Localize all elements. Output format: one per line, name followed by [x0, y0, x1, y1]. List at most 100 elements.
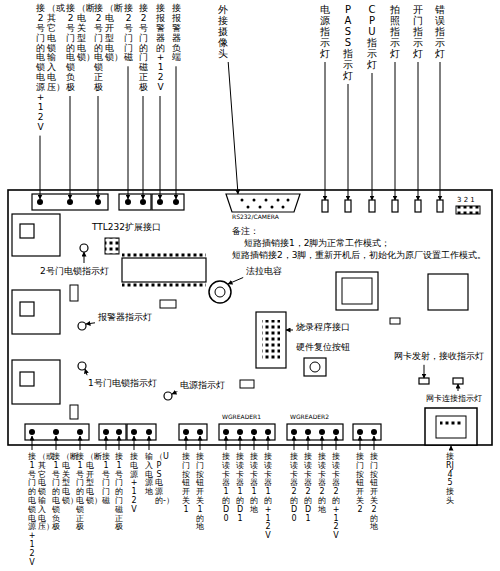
leader-line [395, 62, 396, 200]
wire-label: 接1号门的电锁正极 [76, 453, 84, 532]
leader-line [308, 436, 309, 450]
wire-label: 拍照指示灯 [390, 4, 400, 59]
leader-line [418, 62, 419, 200]
wire-label: 接读卡器1的D1 [236, 453, 244, 523]
wire-label: 接2号门的门磁正极 [139, 4, 148, 93]
leader-line [325, 62, 326, 200]
wire-label: 接读卡器2的D0 [290, 453, 298, 523]
wire-label: 接读卡器1的D0 [222, 453, 230, 523]
part-label: 网卡发射，接收指示灯 [394, 352, 484, 362]
leader-line [84, 252, 85, 263]
wire-label: 接门按钮开关2的地 [370, 453, 378, 532]
wire-label: 接门按钮开关1 [182, 453, 190, 515]
part-label: 1号门电锁指示灯 [88, 378, 157, 388]
wire-label: 接报警器负端 [172, 4, 181, 63]
wire-label: 接读卡器2的D1 [304, 453, 312, 523]
part-label: 电源指示灯 [180, 380, 225, 390]
leader-line [186, 436, 187, 450]
part-label: 报警器指示灯 [98, 312, 152, 322]
wire-label: （UPS电源的-） [155, 453, 163, 506]
wire-label: （断电开型电锁） [86, 453, 94, 506]
part-label: WGREADER2 [290, 414, 329, 421]
wire-label: 接1号门的门磁正极 [115, 453, 123, 532]
leader-line [172, 392, 177, 394]
wire-label: 接2号门的电锁正极 [94, 4, 103, 93]
wire-label: 接1号门门磁 [102, 453, 110, 506]
part-label: 网卡连接指示灯 [426, 394, 482, 403]
wire-label: （断电关型电锁） [62, 453, 70, 506]
wire-label: PASS指示灯 [343, 4, 353, 81]
leader-line [226, 436, 227, 450]
leader-line [228, 278, 243, 285]
leader-line [240, 436, 241, 450]
part-label: WGREADER1 [222, 414, 261, 421]
leader-line [372, 73, 373, 200]
leader-line [80, 436, 81, 450]
wire-label: 开门指示灯 [413, 4, 423, 59]
part-label: 烧录程序接口 [296, 322, 350, 332]
wire-label: 接读卡器1的+12V [264, 453, 272, 541]
wire-label: 接电源+12V [130, 453, 138, 515]
part-label: 短路插销接2，3脚，重新开机后，初始化为原厂设置工作模式。 [232, 250, 486, 260]
leader-line [374, 436, 375, 450]
wire-label: 接门按钮开关1的地 [196, 453, 204, 532]
wire-label: 输入电源地 [145, 453, 153, 497]
leader-line [149, 436, 150, 450]
leader-line [424, 365, 425, 378]
leader-line [56, 436, 57, 450]
leader-line [128, 66, 129, 199]
leader-line [134, 436, 135, 450]
part-label: TTL232扩展接口 [92, 222, 161, 232]
leader-line [143, 96, 144, 199]
wire-label: 错误指示灯 [435, 4, 445, 59]
wire-label: 接RJ45接头 [446, 453, 454, 506]
leader-line [440, 62, 441, 200]
wire-label: 接读卡器2的地 [318, 453, 326, 515]
part-label: 短路插销接1，2脚为正常工作模式； [244, 238, 390, 248]
wire-label: 接2号门门磁 [124, 4, 133, 63]
wire-label: CPU指示灯 [367, 4, 377, 70]
leader-line [70, 96, 71, 199]
part-label: RS232/CAMERA [232, 214, 279, 221]
leader-line [228, 62, 238, 194]
leader-line [106, 436, 107, 450]
leader-line [254, 436, 255, 450]
leader-line [458, 384, 459, 391]
leader-line [85, 369, 87, 375]
leader-line [268, 436, 269, 450]
wire-label: （断电开型电锁） [105, 4, 114, 63]
leader-line [176, 66, 177, 199]
leader-line [360, 436, 361, 450]
leader-line [294, 436, 295, 450]
leader-line [286, 330, 293, 331]
leader-line [322, 436, 323, 450]
wire-label: （或其它电锁输入电压） [38, 453, 46, 532]
wire-label: 电源指示灯 [320, 4, 330, 59]
leader-line [200, 436, 201, 450]
part-label: 法拉电容 [246, 266, 282, 276]
leader-line [98, 96, 99, 199]
leader-line [119, 436, 120, 450]
wire-label: （或其它电锁输入电压） [47, 4, 56, 93]
wire-label: 接门按钮开关2 [356, 453, 364, 515]
leader-line [160, 96, 161, 199]
part-label: 备注： [232, 226, 259, 236]
part-label: 3 2 1 [457, 196, 475, 204]
wire-label: 外接摄像头 [218, 4, 228, 59]
leader-line [86, 323, 95, 324]
wire-label: 接2号门的电锁负极 [66, 4, 75, 93]
leader-line [40, 136, 41, 199]
leader-line [336, 436, 337, 450]
part-label: 2号门电锁指示灯 [40, 266, 109, 276]
wire-label: 接2号门的电锁电源+12V [36, 4, 45, 133]
wire-label: 接读卡器2的+12V [332, 453, 340, 541]
leader-line [32, 436, 33, 450]
leader-line [451, 446, 452, 450]
wire-label: 接1号门的电锁负极 [52, 453, 60, 532]
wire-label: 接报警器的+12V [156, 4, 165, 93]
wire-label: 接读卡器1的地 [250, 453, 258, 515]
wire-label: 接1号门的电锁电源+12V [28, 453, 36, 567]
part-label: 硬件复位按钮 [296, 342, 350, 352]
